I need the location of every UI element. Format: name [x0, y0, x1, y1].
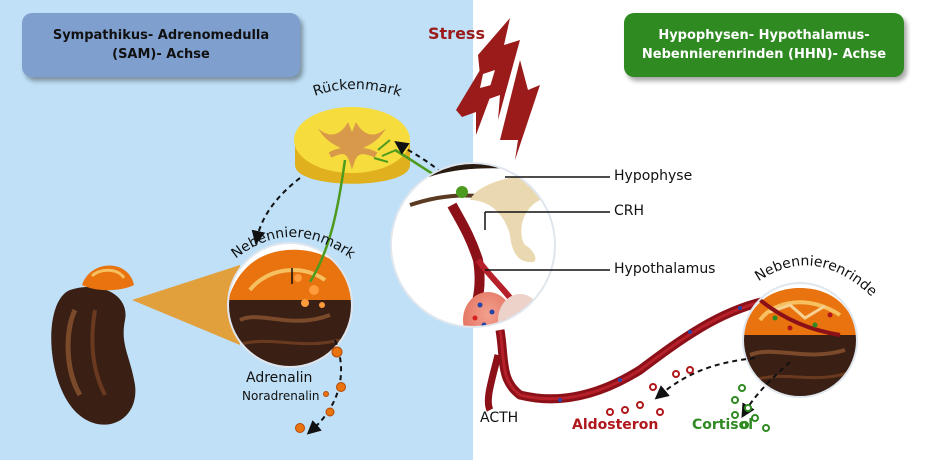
sam-axis-box: Sympathikus- Adrenomedulla (SAM)- Achse	[22, 13, 300, 77]
adrenalin-granules	[295, 346, 346, 433]
brain-circle	[390, 162, 556, 328]
label-noradrenalin: Noradrenalin	[242, 389, 320, 403]
sam-title-line1: Sympathikus- Adrenomedulla	[52, 28, 270, 43]
dashed-arrow-cortisol	[741, 361, 791, 419]
label-crh: CRH	[614, 203, 645, 219]
label-aldosteron: Aldosteron	[572, 417, 659, 433]
hhn-title-line2: Nebennierenrinden (HHN)- Achse	[641, 47, 887, 62]
hhn-axis-box: Hypophysen- Hypothalamus- Nebennierenrin…	[624, 13, 904, 77]
nerve-fiber-adrenal	[308, 159, 347, 283]
stress-lightning-icon	[456, 18, 540, 160]
cortisol-granules	[731, 384, 770, 432]
hhn-title-line1: Hypophysen- Hypothalamus-	[658, 28, 870, 43]
label-hypothalamus: Hypothalamus	[614, 261, 716, 277]
spinal-cord-illustration	[294, 107, 410, 184]
stress-label: Stress	[428, 24, 485, 43]
nebennierenrinde-circle	[742, 282, 858, 398]
label-hypophyse: Hypophyse	[614, 168, 693, 184]
zoom-cone	[132, 265, 240, 345]
label-leaders	[291, 176, 610, 284]
label-acth: ACTH	[480, 410, 519, 426]
label-adrenalin: Adrenalin	[246, 370, 313, 386]
label-rueckenmark: Rückenmark	[311, 77, 404, 101]
dashed-arrow-aldosteron	[654, 357, 756, 400]
aldosteron-granules	[606, 366, 694, 416]
dashed-arrow-spinal-to-medulla	[251, 177, 301, 245]
sam-title-line2: (SAM)- Achse	[112, 47, 210, 62]
kidney-illustration	[51, 265, 136, 425]
label-cortisol: Cortisol	[692, 417, 754, 433]
